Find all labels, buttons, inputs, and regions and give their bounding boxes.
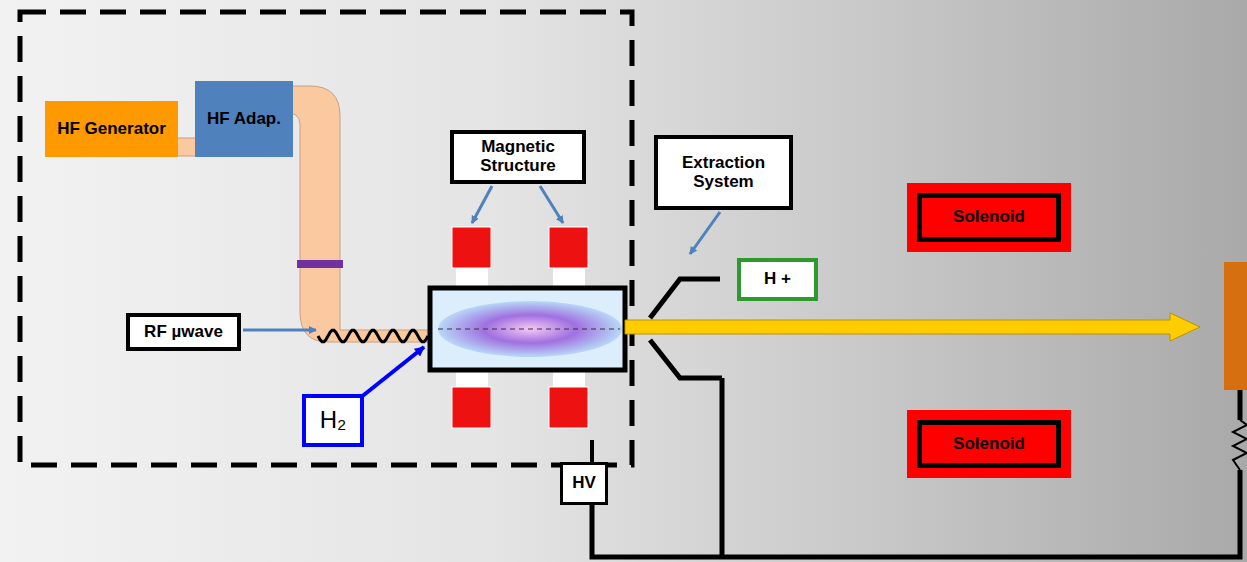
adapter-box: HF Adap.: [195, 81, 293, 157]
node-label: Solenoid: [953, 208, 1025, 227]
ion-label-box: H +: [737, 258, 818, 301]
leader-arrow: [360, 347, 424, 398]
hv-box: HV: [560, 462, 608, 505]
ion-beam: [625, 313, 1200, 341]
wire: [592, 279, 1240, 557]
node-label: HF Adap.: [207, 110, 281, 129]
gas-label-box: H₂: [302, 394, 364, 447]
leader-arrow: [243, 186, 720, 330]
node-label: RF µwave: [144, 323, 223, 342]
waveguide: [176, 86, 430, 342]
node-label: Solenoid: [953, 435, 1025, 454]
plasma-chamber: [430, 288, 625, 370]
node-label: H +: [764, 270, 791, 289]
dashed-enclosure: [20, 12, 632, 465]
label-box: RF µwave: [126, 313, 241, 351]
solenoid-box: Solenoid: [907, 183, 1071, 252]
window-flange: [297, 260, 343, 268]
node-label: Magnetic Structure: [454, 138, 582, 175]
microwave-symbol: [318, 330, 428, 341]
node-label: HF Generator: [57, 120, 166, 139]
label-box: Magnetic Structure: [450, 130, 586, 184]
node-label: Extraction System: [658, 154, 789, 191]
target: [1224, 262, 1247, 390]
solenoid-box: Solenoid: [907, 410, 1071, 478]
node-label: HV: [572, 474, 596, 493]
label-box: Extraction System: [654, 135, 793, 210]
resistor-symbol: [1233, 420, 1247, 470]
generator-box: HF Generator: [45, 101, 178, 157]
plasma: [438, 301, 622, 357]
node-label: H₂: [320, 407, 347, 433]
